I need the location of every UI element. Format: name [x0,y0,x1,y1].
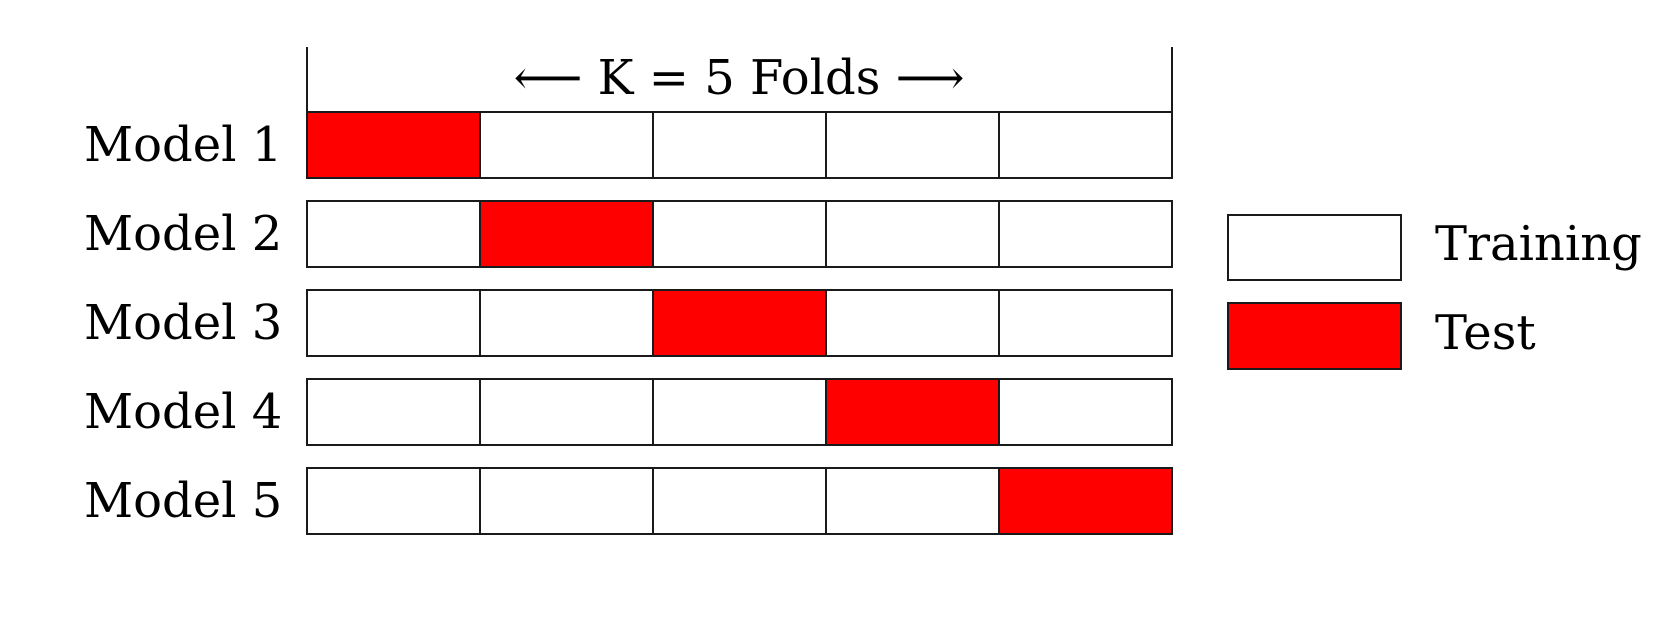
legend-test-swatch [1227,302,1402,370]
training-fold-cell [825,467,1000,535]
model-label: Model 3 [84,295,282,351]
training-fold-cell [479,289,654,357]
test-fold-cell [306,111,481,179]
training-fold-cell [998,289,1173,357]
header-right-arrow: ⟶ [896,50,965,106]
training-fold-cell [998,200,1173,268]
legend-training-label: Training [1435,216,1642,272]
test-fold-cell [998,467,1173,535]
training-fold-cell [998,111,1173,179]
training-fold-cell [479,467,654,535]
training-fold-cell [652,467,827,535]
training-fold-cell [652,378,827,446]
model-rows: Model 1 Model 2 Model 3 Model 4 Model 5 [84,111,1173,535]
legend-training-swatch [1227,214,1402,281]
training-fold-cell [306,200,481,268]
test-fold-cell [825,378,1000,446]
folds-header: ⟵ K = 5 Folds ⟶ [514,50,965,106]
training-fold-cell [306,378,481,446]
model-label: Model 4 [84,384,282,440]
training-fold-cell [825,111,1000,179]
training-fold-cell [479,378,654,446]
model-label: Model 2 [84,206,282,262]
training-fold-cell [825,200,1000,268]
model-label: Model 5 [84,473,282,529]
training-fold-cell [652,111,827,179]
model-label: Model 1 [84,117,282,173]
training-fold-cell [306,289,481,357]
training-fold-cell [479,111,654,179]
legend: Training Test [1227,214,1642,370]
test-fold-cell [479,200,654,268]
training-fold-cell [998,378,1173,446]
test-fold-cell [652,289,827,357]
training-fold-cell [652,200,827,268]
training-fold-cell [306,467,481,535]
legend-test-label: Test [1435,305,1536,361]
training-fold-cell [825,289,1000,357]
header-label: K = 5 Folds [598,50,881,106]
header-left-arrow: ⟵ [514,50,583,106]
